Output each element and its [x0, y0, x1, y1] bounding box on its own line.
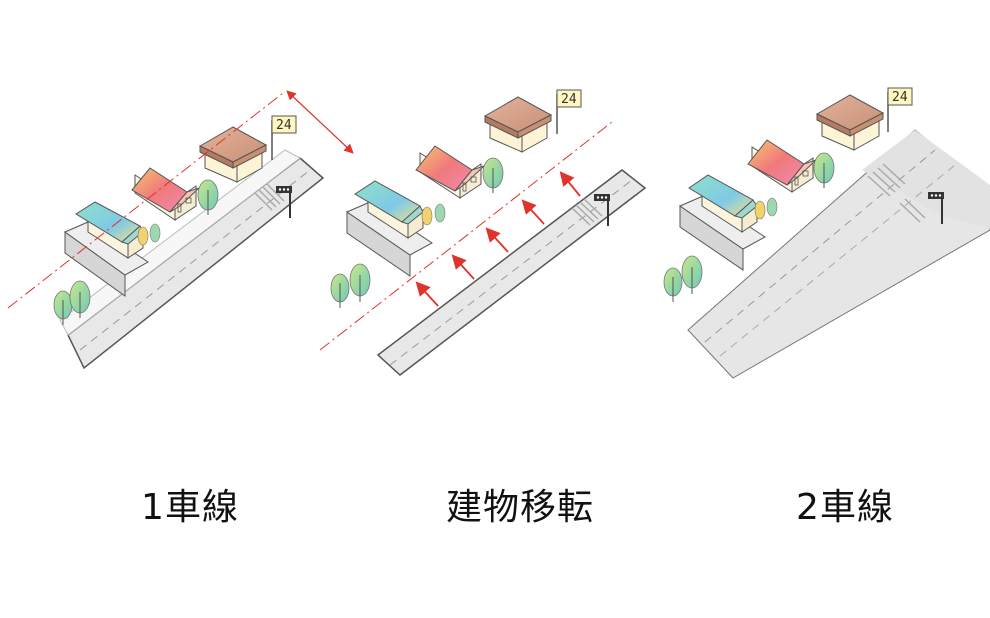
store-sign-icon: 24	[556, 89, 582, 134]
fence-top	[678, 195, 766, 250]
road-center-line	[79, 169, 311, 351]
road-center-line	[389, 179, 633, 366]
tree-icon	[330, 263, 371, 308]
house-b	[747, 139, 817, 193]
tree-icon	[137, 223, 161, 246]
caption-two-lanes: 2車線	[796, 487, 894, 528]
crosswalk	[867, 163, 926, 223]
panel-2-illustration: 24	[319, 89, 647, 376]
width-arrow	[286, 90, 354, 154]
house-b	[415, 145, 485, 199]
panel-3-illustration: 24	[663, 87, 990, 379]
tree-icon	[663, 255, 703, 302]
tree-icon	[813, 152, 835, 188]
house-a	[688, 174, 758, 233]
house-a	[354, 180, 424, 239]
store-sign-icon: 24	[887, 87, 913, 132]
fence-top	[345, 201, 433, 256]
traffic-light-icon	[928, 192, 944, 224]
convenience-store	[483, 96, 553, 153]
crosswalk	[254, 183, 285, 211]
traffic-light-icon	[276, 186, 292, 218]
caption-one-lane: 1車線	[141, 487, 239, 528]
tree-icon	[53, 280, 91, 325]
fence-top	[63, 221, 149, 276]
tree-icon	[197, 179, 219, 215]
traffic-light-icon	[594, 194, 610, 226]
store-sign-label: 24	[561, 92, 577, 107]
tree-icon	[482, 157, 504, 193]
old-boundary-line	[319, 121, 613, 351]
house-a	[75, 201, 144, 259]
panel-1-illustration: 24	[7, 90, 354, 370]
crosswalk	[571, 198, 603, 226]
caption-building-relocation: 建物移転	[445, 487, 594, 528]
relocation-arrows	[415, 171, 581, 307]
planning-line	[7, 92, 284, 309]
road-center-line	[704, 149, 936, 343]
lane-line	[719, 164, 956, 357]
store-sign-label: 24	[276, 118, 292, 133]
store-sign-label: 24	[892, 90, 908, 105]
road	[376, 169, 647, 376]
convenience-store	[815, 94, 885, 151]
tree-icon	[421, 203, 446, 226]
house-b	[131, 167, 200, 221]
tree-icon	[754, 197, 778, 220]
cross-street	[862, 130, 990, 228]
convenience-store	[198, 126, 268, 183]
